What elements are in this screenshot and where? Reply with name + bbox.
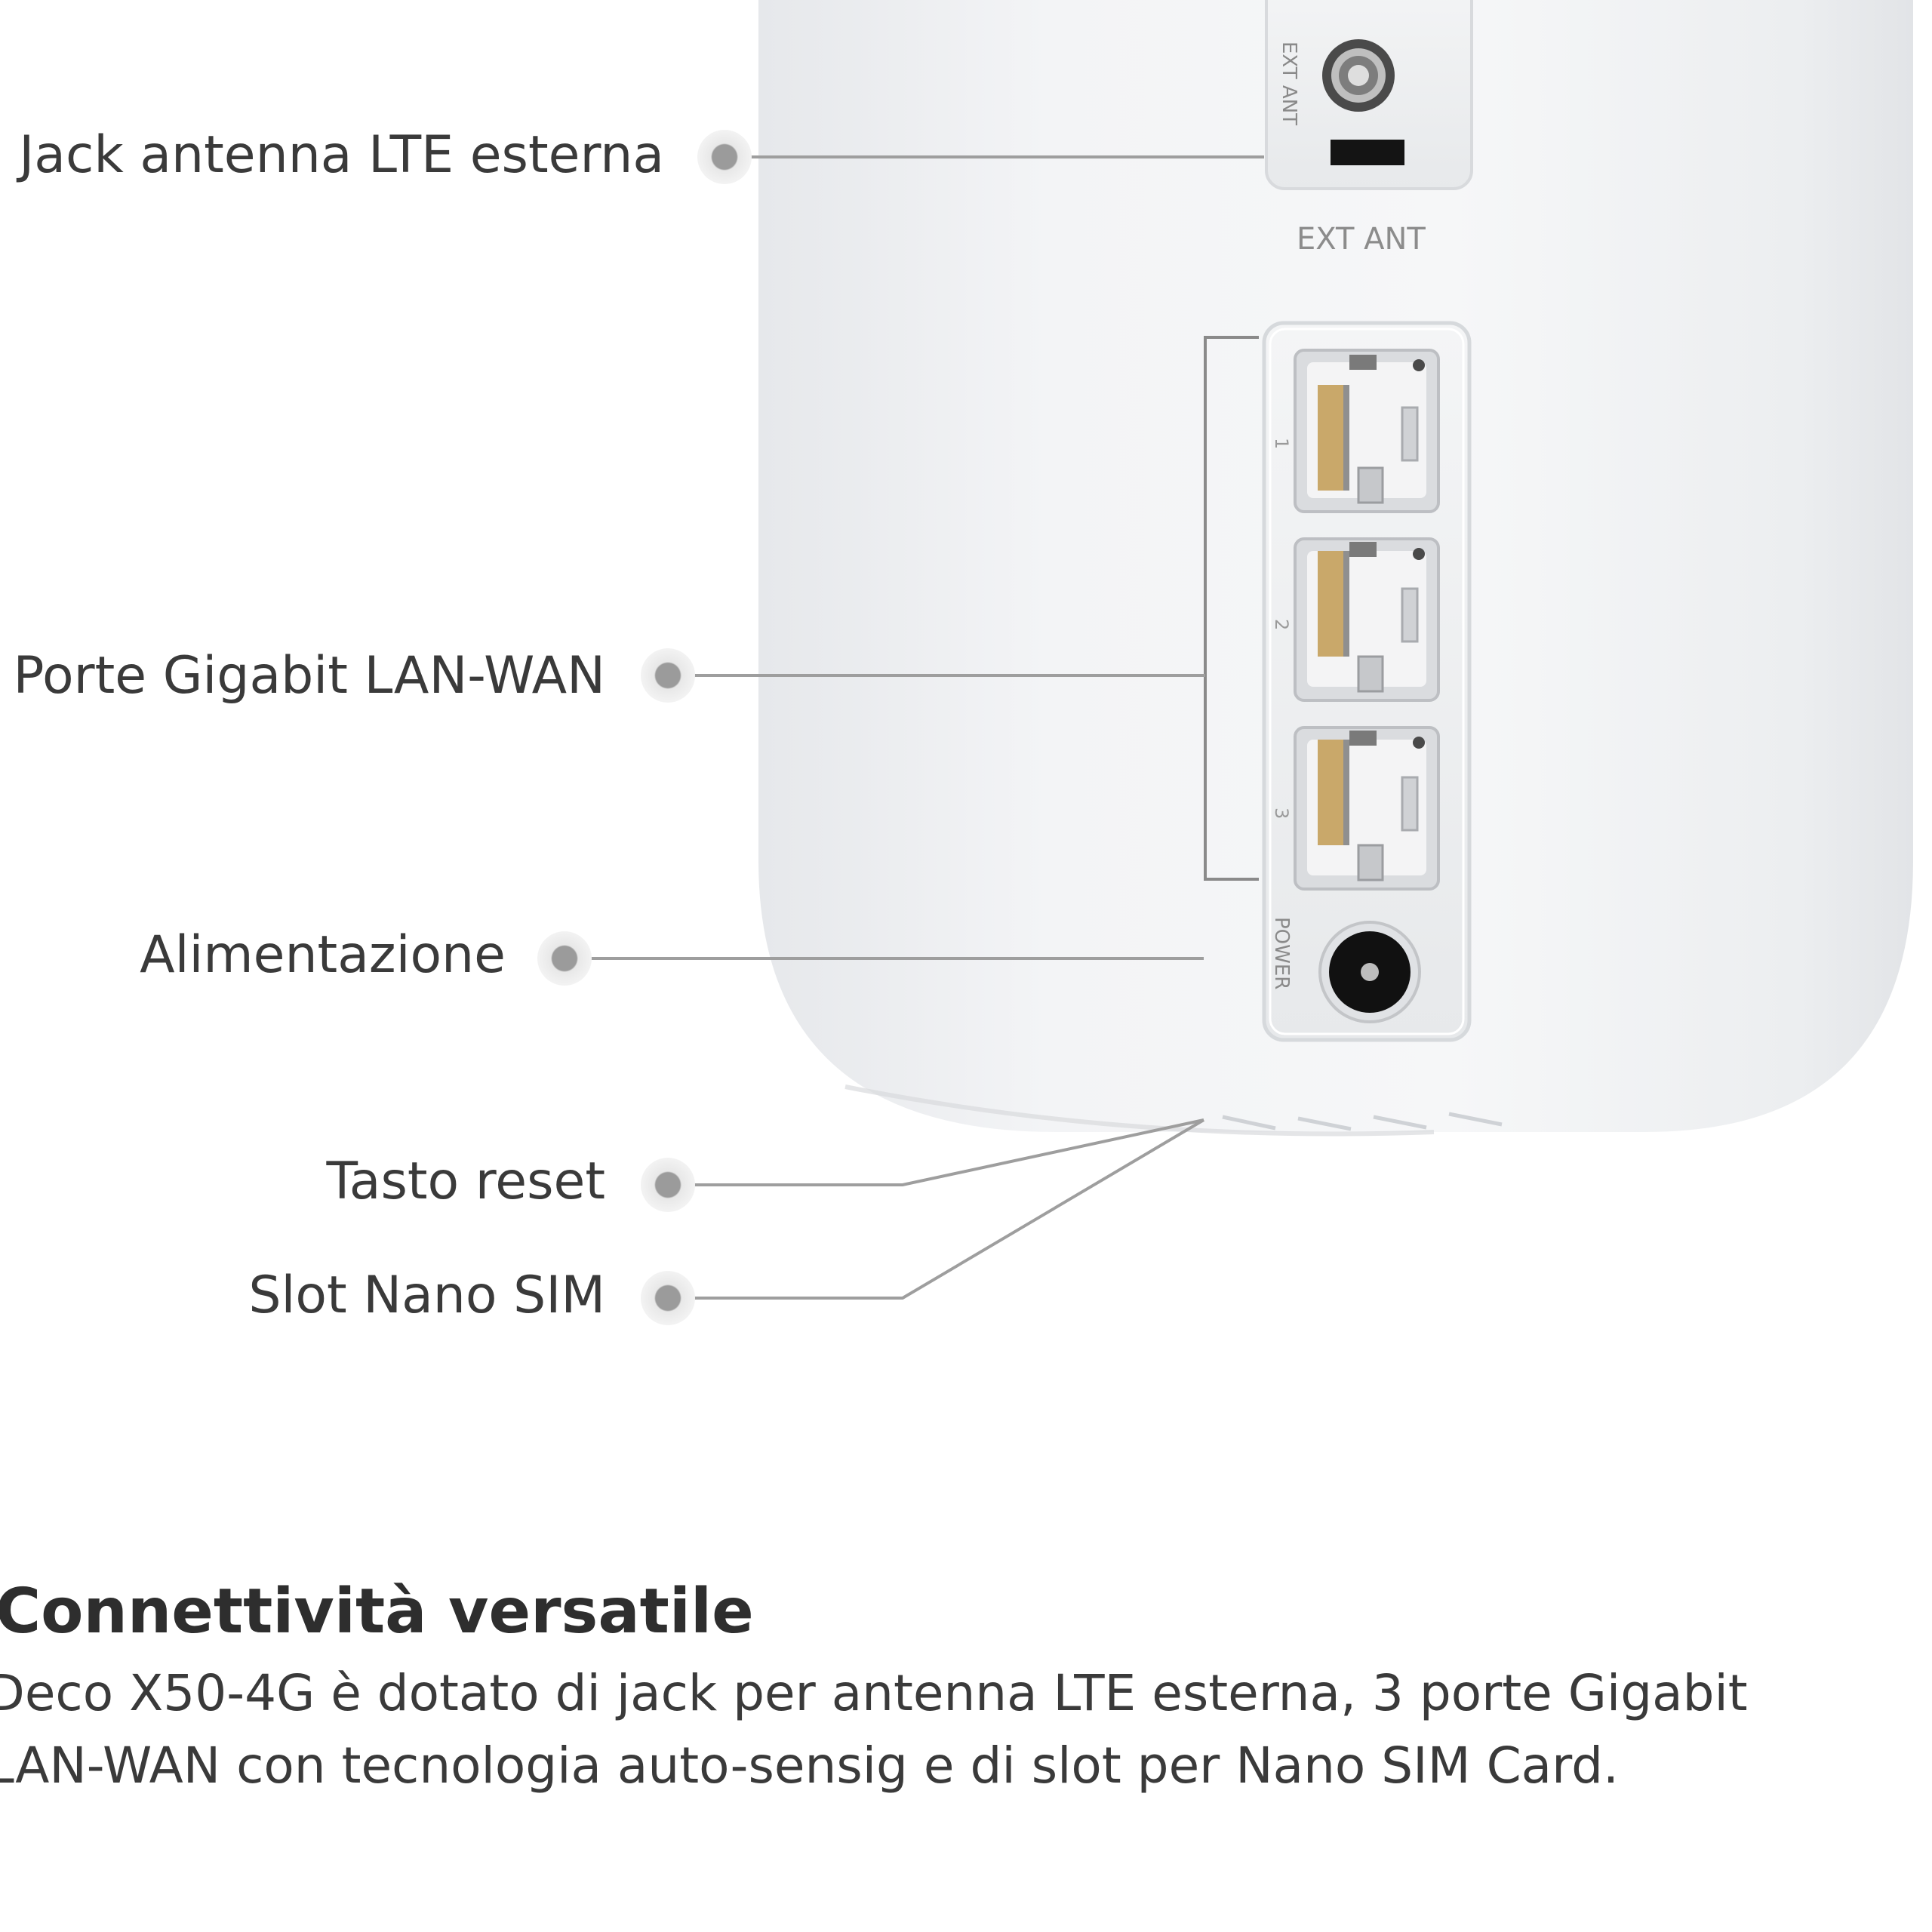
ext-antenna-jack-icon xyxy=(1322,39,1395,112)
ethernet-port-1-icon xyxy=(1294,349,1440,513)
port-number-3: 3 xyxy=(1271,808,1292,819)
port-number-1: 1 xyxy=(1271,438,1292,449)
ext-antenna-panel: EXT ANT xyxy=(1265,0,1473,190)
callout-nano-sim-slot: Slot Nano SIM xyxy=(248,1266,605,1325)
port-number-2: 2 xyxy=(1271,619,1292,630)
callout-gigabit-ports: Porte Gigabit LAN-WAN xyxy=(13,646,605,706)
power-jack-icon xyxy=(1318,921,1421,1023)
ext-ant-vertical-label: EXT ANT xyxy=(1278,42,1300,125)
leader-lines xyxy=(565,155,1264,1300)
ext-antenna-slot xyxy=(1331,140,1404,165)
ports-bracket xyxy=(1204,336,1259,881)
ext-ant-caption: EXT ANT xyxy=(1297,222,1426,257)
callout-reset-button: Tasto reset xyxy=(326,1152,605,1211)
section-heading: Connettività versatile xyxy=(0,1576,754,1647)
callout-dots xyxy=(537,130,752,1325)
power-vertical-label: POWER xyxy=(1270,917,1293,989)
callout-power: Alimentazione xyxy=(140,925,506,985)
base-vents xyxy=(1222,1112,1503,1131)
ethernet-port-2-icon xyxy=(1294,537,1440,702)
ethernet-port-3-icon xyxy=(1294,726,1440,891)
callout-ext-antenna-jack: Jack antenna LTE esterna xyxy=(19,125,664,185)
section-body: Deco X50-4G è dotato di jack per antenna… xyxy=(0,1664,1748,1795)
